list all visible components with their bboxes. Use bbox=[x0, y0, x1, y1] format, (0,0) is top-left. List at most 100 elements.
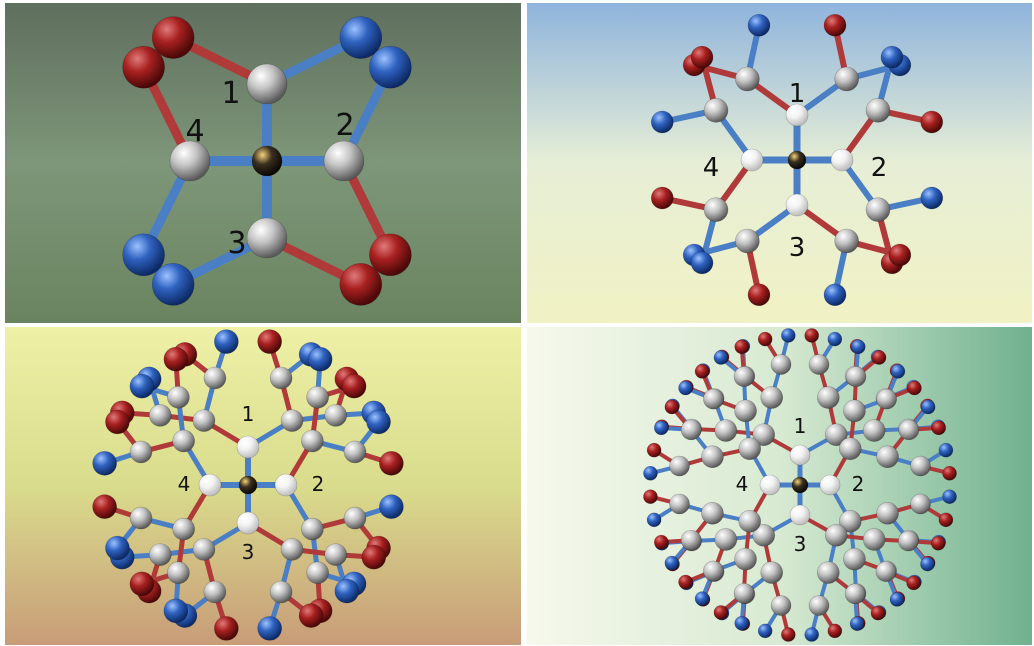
branch-unit bbox=[192, 538, 216, 561]
generation-0-unit-4 bbox=[169, 140, 211, 182]
terminal-group-blue bbox=[678, 380, 693, 396]
branch-unit bbox=[898, 419, 920, 441]
terminal-group-blue bbox=[214, 329, 239, 354]
branch-unit bbox=[735, 228, 760, 254]
terminal-group-blue bbox=[151, 263, 195, 306]
generation-0-unit-4 bbox=[759, 474, 781, 496]
branch-unit bbox=[862, 528, 886, 551]
branch-unit bbox=[843, 399, 866, 423]
branch-unit bbox=[865, 98, 891, 123]
terminal-group-red bbox=[92, 494, 117, 519]
core-sphere bbox=[251, 145, 283, 177]
terminal-group-blue bbox=[369, 45, 412, 89]
terminal-group-blue bbox=[889, 592, 905, 607]
branch-unit bbox=[343, 506, 367, 530]
terminal-group-blue bbox=[105, 535, 130, 561]
terminal-group-red bbox=[888, 243, 912, 267]
generation-0-unit-1 bbox=[785, 103, 809, 127]
branch-unit bbox=[808, 354, 830, 375]
terminal-group-blue bbox=[257, 616, 282, 641]
branch-label-3: 3 bbox=[794, 532, 807, 556]
branch-unit bbox=[845, 366, 867, 387]
generation-0-unit-4 bbox=[198, 473, 222, 497]
terminal-group-blue bbox=[650, 110, 674, 134]
terminal-group-red bbox=[214, 616, 239, 641]
terminal-group-red bbox=[920, 110, 944, 134]
branch-label-4: 4 bbox=[185, 114, 204, 149]
terminal-group-blue bbox=[334, 578, 360, 604]
branch-unit bbox=[760, 561, 784, 584]
terminal-group-red bbox=[930, 535, 946, 551]
branch-unit bbox=[701, 445, 724, 469]
terminal-group-blue bbox=[307, 346, 333, 372]
terminal-group-red bbox=[713, 605, 729, 620]
terminal-group-red bbox=[122, 45, 165, 89]
branch-unit bbox=[669, 493, 690, 515]
terminal-group-red bbox=[643, 489, 658, 505]
branch-unit bbox=[714, 419, 738, 442]
terminal-group-red bbox=[870, 605, 886, 621]
generation-0-unit-2 bbox=[274, 473, 298, 497]
branch-unit bbox=[844, 583, 866, 605]
terminal-group-blue bbox=[379, 494, 404, 519]
branch-label-3: 3 bbox=[242, 540, 255, 564]
branch-unit bbox=[306, 385, 329, 409]
terminal-group-blue bbox=[880, 45, 904, 69]
spheres bbox=[650, 13, 944, 307]
terminal-group-red bbox=[341, 373, 367, 399]
branch-unit bbox=[680, 529, 702, 551]
terminal-group-blue bbox=[757, 623, 773, 639]
terminal-group-blue bbox=[920, 399, 936, 415]
branch-unit bbox=[306, 561, 329, 585]
generation-0-unit-1 bbox=[246, 63, 288, 105]
terminal-group-blue bbox=[920, 556, 935, 572]
branch-unit bbox=[269, 580, 293, 604]
terminal-group-blue bbox=[890, 364, 906, 379]
branch-unit bbox=[834, 228, 859, 254]
terminal-group-blue bbox=[646, 512, 662, 528]
branch-unit bbox=[703, 197, 729, 222]
branch-unit bbox=[808, 595, 830, 616]
branch-unit bbox=[701, 501, 724, 525]
branch-label-2: 2 bbox=[335, 108, 354, 143]
terminal-group-red bbox=[257, 329, 282, 354]
branch-unit bbox=[148, 404, 172, 427]
generation-0-unit-1 bbox=[236, 435, 260, 459]
branch-label-3: 3 bbox=[227, 226, 246, 261]
branch-unit bbox=[172, 429, 195, 453]
terminal-group-blue bbox=[920, 186, 944, 210]
branch-label-2: 2 bbox=[871, 153, 888, 183]
terminal-group-blue bbox=[747, 13, 771, 37]
branch-unit bbox=[714, 528, 738, 551]
branch-unit bbox=[167, 561, 190, 585]
terminal-group-red bbox=[650, 186, 674, 210]
terminal-group-red bbox=[379, 451, 404, 476]
branch-label-1: 1 bbox=[242, 402, 255, 426]
generation-0-unit-3 bbox=[236, 511, 260, 535]
generation-0-unit-2 bbox=[830, 148, 854, 172]
branch-unit bbox=[167, 385, 190, 409]
generation-0-unit-3 bbox=[246, 217, 288, 259]
branch-unit bbox=[843, 547, 866, 571]
branch-unit bbox=[703, 388, 724, 410]
branch-unit bbox=[752, 523, 776, 547]
terminal-group-blue bbox=[823, 283, 847, 307]
terminal-group-red bbox=[804, 328, 820, 343]
branch-unit bbox=[324, 543, 348, 566]
terminal-group-blue bbox=[713, 350, 729, 365]
branch-unit bbox=[203, 580, 227, 604]
terminal-group-red bbox=[361, 544, 387, 570]
terminal-group-red bbox=[646, 442, 662, 458]
branch-unit bbox=[898, 530, 919, 552]
branch-unit bbox=[680, 419, 702, 441]
branch-unit bbox=[760, 386, 784, 409]
branch-unit bbox=[733, 583, 755, 604]
branch-unit bbox=[752, 423, 776, 447]
branch-unit bbox=[324, 404, 348, 427]
